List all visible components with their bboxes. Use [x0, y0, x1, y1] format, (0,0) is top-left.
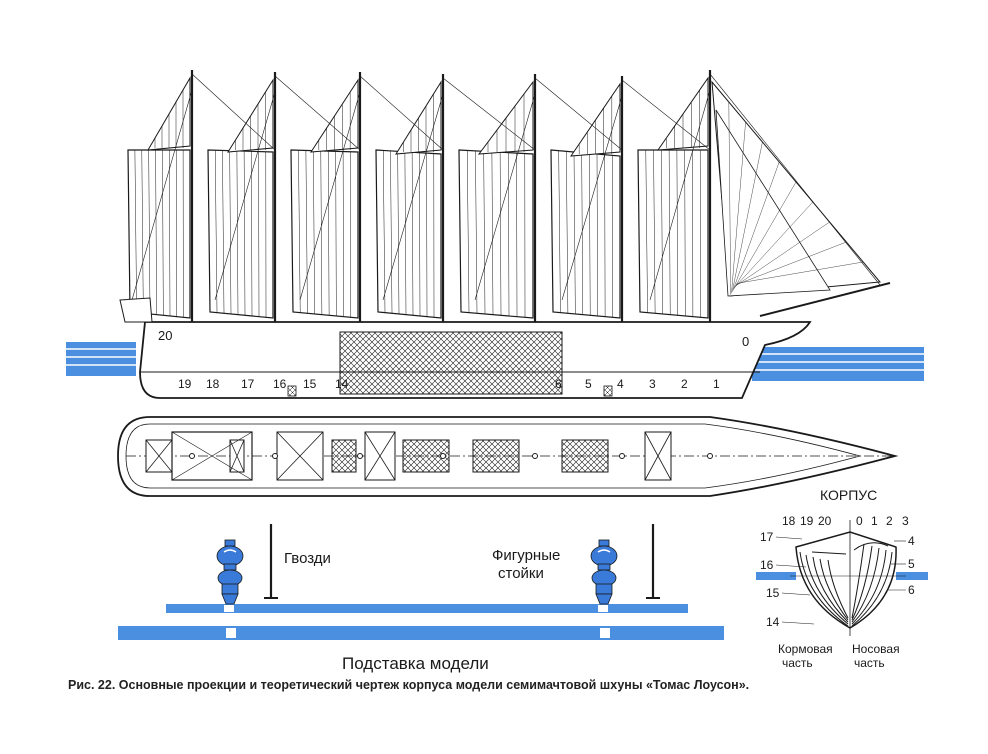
body-plan-water-right	[896, 572, 928, 580]
side-view: 20 0 19 18 17 16 15 14 6 5 4 3 2 1	[66, 70, 924, 399]
body-plan-water-left	[756, 572, 796, 580]
body-plan-left-number: 15	[766, 586, 780, 600]
body-plan-title: КОРПУС	[820, 487, 877, 503]
station-number: 17	[241, 377, 255, 391]
body-plan-left-number: 17	[760, 530, 774, 544]
mast-step	[189, 453, 195, 459]
frame-label-stern: 20	[158, 328, 172, 343]
mast-step	[532, 453, 538, 459]
deck-hatch	[364, 431, 396, 481]
body-plan-top-number: 0	[856, 514, 863, 528]
stern-label-line2: часть	[782, 656, 813, 670]
stern-label-line1: Кормовая	[778, 642, 833, 656]
posts-label-line1: Фигурные	[492, 547, 560, 564]
deck-hatch	[145, 439, 173, 473]
deck-hatch	[331, 439, 357, 473]
mast-step	[272, 453, 278, 459]
water-left	[66, 342, 136, 376]
nails-label: Гвозди	[284, 550, 331, 567]
keel-pad-stern	[287, 385, 297, 397]
deck-hatch	[229, 439, 245, 473]
body-plan-right-number: 5	[908, 557, 915, 571]
mast-sail-group	[375, 80, 442, 319]
station-number: 18	[206, 377, 220, 391]
mast-step	[440, 453, 446, 459]
body-plan-top-number: 19	[800, 514, 814, 528]
frame-label-bow: 0	[742, 334, 749, 349]
figured-post-right	[590, 539, 618, 605]
aft-deckhouse	[171, 431, 253, 481]
station-number: 4	[617, 377, 624, 391]
hold-hatching	[339, 331, 563, 395]
posts-label-line2: стойки	[498, 565, 544, 582]
masts	[190, 70, 712, 360]
body-plan-right-number: 4	[908, 534, 915, 548]
body-plan-top-number: 2	[886, 514, 893, 528]
station-number: 2	[681, 377, 688, 391]
mast-sail-group	[637, 76, 709, 319]
station-numbers: 19 18 17 16 15 14 6 5 4 3 2 1	[178, 377, 720, 391]
deck-hatch	[402, 439, 450, 473]
station-number: 5	[585, 377, 592, 391]
deck-hatch	[276, 431, 324, 481]
stand-base-board	[118, 626, 724, 640]
deck-hatch	[561, 439, 609, 473]
station-number: 16	[273, 377, 287, 391]
mast-sail-group	[290, 78, 359, 319]
body-plan-right-number: 6	[908, 583, 915, 597]
station-number: 15	[303, 377, 317, 391]
body-plan-left-number: 16	[760, 558, 774, 572]
deck-hatch	[644, 431, 672, 481]
body-plan-top-number: 18	[782, 514, 796, 528]
deck-plan	[117, 416, 899, 497]
model-stand: Гвозди Фигурные стойки Подставка модели	[118, 524, 724, 673]
station-number: 1	[713, 377, 720, 391]
keel-pad-bow	[603, 385, 613, 397]
figured-post-left	[216, 539, 244, 605]
bow-label-line1: Носовая	[852, 642, 900, 656]
mast-sail-group	[458, 80, 534, 319]
stand-top-board	[166, 604, 688, 613]
station-number: 14	[335, 377, 349, 391]
station-number: 19	[178, 377, 192, 391]
nail-left	[264, 524, 278, 599]
mast-step	[619, 453, 625, 459]
body-plan-top-number: 20	[818, 514, 832, 528]
stand-label: Подставка модели	[342, 654, 489, 673]
body-plan-left-number: 14	[766, 615, 780, 629]
mast-step	[707, 453, 713, 459]
deck-hatch	[472, 439, 520, 473]
body-plan-top-number: 3	[902, 514, 909, 528]
figure-caption: Рис. 22. Основные проекции и теоретическ…	[68, 678, 750, 692]
mast-sail-group	[550, 82, 621, 319]
mast-step	[357, 453, 363, 459]
water-right	[752, 347, 924, 381]
jib-sails	[711, 80, 881, 297]
rigging	[131, 73, 881, 301]
hull-side	[119, 282, 891, 399]
mast-sail-group	[127, 76, 191, 319]
deck-hatches	[145, 431, 713, 481]
bow-label-line2: часть	[854, 656, 885, 670]
station-number: 6	[555, 377, 562, 391]
sails	[127, 76, 881, 319]
mast-sail-group	[207, 78, 274, 319]
body-plan-top-number: 1	[871, 514, 878, 528]
nail-right	[646, 524, 660, 599]
station-number: 3	[649, 377, 656, 391]
